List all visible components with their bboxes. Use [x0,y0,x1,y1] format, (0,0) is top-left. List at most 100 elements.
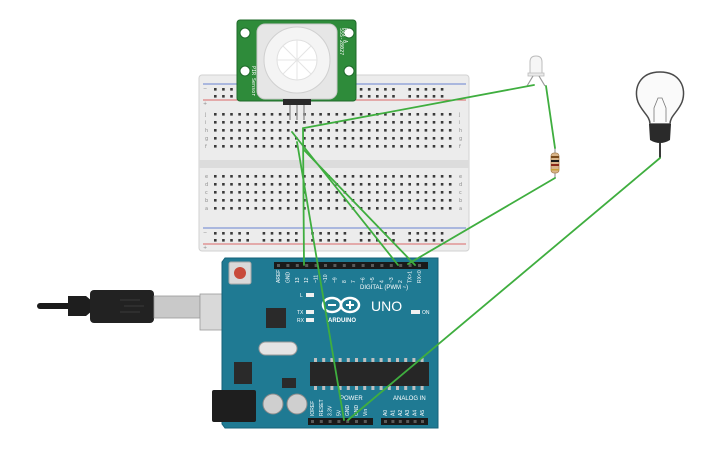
digital-pin-hole[interactable] [305,264,309,267]
reset-button[interactable] [234,267,246,279]
digital-pin-hole[interactable] [324,264,327,267]
rail-hole [376,88,379,91]
power-pin-hole[interactable] [355,420,358,423]
power-pin-hole[interactable] [346,420,350,423]
digital-pin-hole[interactable] [371,264,374,267]
voltage-regulator [234,362,252,384]
analog-pin-hole[interactable] [421,420,424,423]
breadboard-hole [238,137,241,140]
breadboard-hole [319,183,322,186]
analog-pin-hole[interactable] [398,420,402,423]
breadboard-hole [278,175,282,178]
wire-led-to-breadboard [303,84,535,129]
digital-header [274,262,428,269]
breadboard-hole [392,129,395,132]
breadboard-hole [343,121,347,124]
breadboard-hole [311,145,314,148]
breadboard-hole [278,145,282,148]
digital-label: DIGITAL (PWM ~) [360,285,408,291]
digital-pin-hole[interactable] [399,264,403,267]
row-letter: f [459,144,461,150]
digital-pin-label: ~6 [361,277,367,283]
wire-pir-out-to-pin4 [291,131,399,266]
breadboard-hole [246,121,249,124]
breadboard-hole [286,191,290,194]
digital-pin-hole[interactable] [286,264,290,267]
digital-pin-label: 4 [379,280,385,283]
breadboard-hole [222,137,225,140]
chip-leg [330,358,334,362]
chip-leg [396,386,399,390]
analog-pin-hole[interactable] [406,420,410,423]
breadboard-hole [367,191,371,194]
breadboard-hole [230,199,233,202]
breadboard-hole [222,199,225,202]
rail-hole [359,88,363,91]
digital-pin-hole[interactable] [418,264,421,267]
breadboard-hole [303,129,306,132]
rail-plus-label-bottom: + [203,245,207,251]
digital-pin-label: 8 [342,280,348,283]
breadboard-hole [270,121,274,124]
breadboard-hole [319,175,322,178]
power-pin-hole[interactable] [328,420,332,423]
analog-pin-hole[interactable] [413,420,417,423]
breadboard-hole [230,145,233,148]
breadboard-hole [440,113,444,116]
digital-pin-label: RX<0 [417,270,423,283]
digital-pin-hole[interactable] [333,264,337,267]
breadboard-hole [448,183,452,186]
rail-hole [295,232,298,235]
analog-pin-label: A0 [383,410,389,416]
breadboard-hole [351,129,355,132]
digital-pin-hole[interactable] [342,264,346,267]
power-pin-hole[interactable] [311,420,314,423]
analog-pin-label: A5 [420,410,426,416]
breadboard-hole [376,145,379,148]
breadboard-hole [424,207,428,210]
breadboard-hole [376,121,379,124]
breadboard-hole [392,137,395,140]
chip-leg [379,358,383,362]
breadboard-hole [335,137,339,140]
power-label: POWER [340,396,363,402]
digital-pin-hole[interactable] [389,264,393,267]
rail-hole [424,95,428,98]
rx-led [306,318,314,322]
breadboard-hole [222,121,225,124]
breadboard-hole [254,191,258,194]
breadboard-hole [367,121,371,124]
breadboard-hole [262,121,266,124]
rail-hole [214,95,217,98]
chip-leg [346,386,350,390]
breadboard-hole [367,129,371,132]
digital-pin-hole[interactable] [380,264,384,267]
breadboard-hole [343,129,347,132]
digital-pin-hole[interactable] [408,264,412,267]
breadboard-hole [214,183,217,186]
digital-pin-hole[interactable] [361,264,365,267]
breadboard-hole [270,207,274,210]
analog-pin-hole[interactable] [391,420,395,423]
digital-pin-label: AREF [276,270,282,283]
breadboard-hole [327,199,330,202]
breadboard-hole [335,207,339,210]
digital-pin-hole[interactable] [314,264,318,267]
breadboard-hole [408,207,411,210]
breadboard-hole [359,183,363,186]
power-pin-hole[interactable] [319,420,323,423]
rail-hole [367,232,371,235]
power-pin-hole[interactable] [363,420,367,423]
power-pin-hole[interactable] [337,420,341,423]
digital-pin-hole[interactable] [277,264,280,267]
breadboard-hole [295,121,298,124]
breadboard-hole [416,199,420,202]
analog-pin-hole[interactable] [384,420,387,423]
digital-pin-hole[interactable] [352,264,356,267]
chip-leg [396,358,399,362]
digital-pin-hole[interactable] [295,264,299,267]
rail-hole [335,232,339,235]
row-letter: j [458,112,460,118]
